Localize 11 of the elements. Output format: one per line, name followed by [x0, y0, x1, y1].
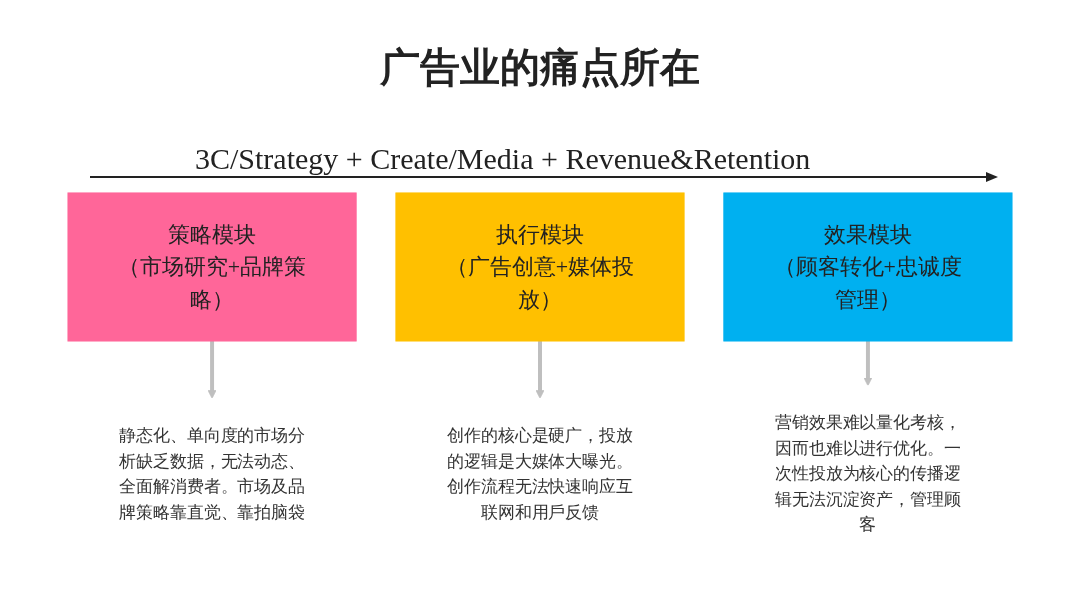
arrow — [207, 341, 217, 399]
node-text: 静态化、单向度的市场分析缺乏数据，无法动态、全面解消费者。市场及品牌策略靠直觉、靠拍脑袋 — [119, 426, 305, 522]
arrow — [863, 341, 873, 387]
node-text: 营销效果难以量化考核，因而也难以进行优化。一次性投放为核心的传播逻辑无法沉淀资产，管理顾客 — [775, 413, 961, 534]
node-box: 效果模块 （顾客转化+忠诚度管理） — [723, 192, 1013, 342]
arrow — [535, 341, 545, 399]
node-text: 创作的核心是硬广，投放的逻辑是大媒体大曝光。 创作流程无法快速响应互联网和用戶反馈 — [447, 426, 633, 522]
timeline-label: 3C/Strategy + Create/Media + Revenue&Retention — [195, 142, 811, 176]
title: 广告业的痛点所在 — [379, 44, 701, 92]
node-box: 执行模块 （广告创意+媒体投放） — [395, 192, 685, 342]
node-box: 策略模块 （市场研究+品牌策略） — [67, 192, 357, 342]
